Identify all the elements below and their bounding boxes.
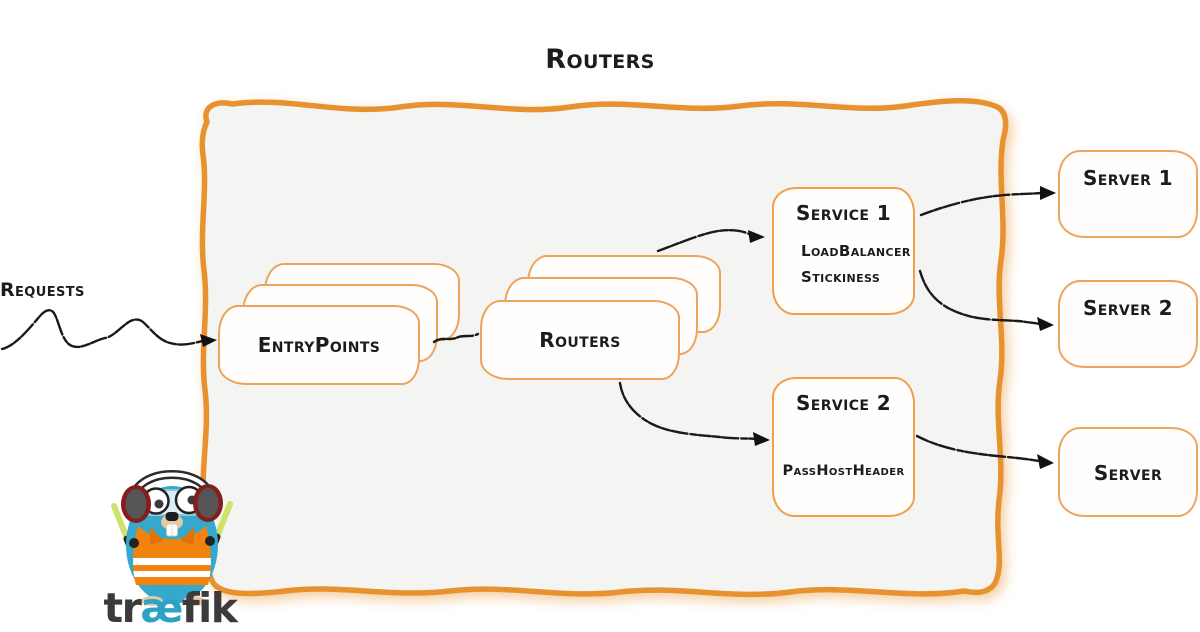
service1-loadbalancer-label: LoadBalancer [801,242,911,260]
server1-label: Server 1 [1082,166,1173,190]
right-hand [205,536,215,546]
diagram-title: Routers [545,44,655,75]
vest-collar-left [150,527,164,545]
traefik-mascot-gopher [111,470,233,606]
right-ear-cup-pad [197,488,219,518]
service2-passhostheader-label: PassHostHeader [782,463,905,479]
service2-title: Service 2 [795,391,892,415]
wordmark-ae: æ [140,584,183,632]
service2-box: Service 2 PassHostHeader [772,377,915,517]
server3-box: Server [1058,427,1198,517]
server3-label: Server [1093,461,1163,485]
left-hand [129,538,139,548]
traefik-logo [100,448,248,624]
right-foot [183,596,205,606]
entrypoints-label: EntryPoints [257,333,381,357]
wordmark-fik: fik [181,584,238,632]
vest-stripe-top [133,558,211,565]
left-ear-cup-pad [125,489,147,519]
server2-label: Server 2 [1082,296,1173,320]
service1-box: Service 1 LoadBalancer Stickiness [772,187,915,315]
routers-card: Routers [480,300,680,380]
server2-box: Server 2 [1058,280,1198,368]
routers-label: Routers [539,328,621,352]
vest-collar-right [180,527,194,545]
nose [165,512,179,521]
requests-label: Requests [0,279,85,301]
traefik-wordmark: træfik [96,584,244,632]
vest-stripe-bottom [133,571,211,577]
service1-title: Service 1 [795,201,892,225]
left-pupil [154,499,164,509]
server1-box: Server 1 [1058,150,1198,238]
entrypoints-card: EntryPoints [218,305,420,385]
wordmark-tr: tr [103,584,142,632]
service1-stickiness-label: Stickiness [801,268,881,287]
left-foot [141,596,163,606]
